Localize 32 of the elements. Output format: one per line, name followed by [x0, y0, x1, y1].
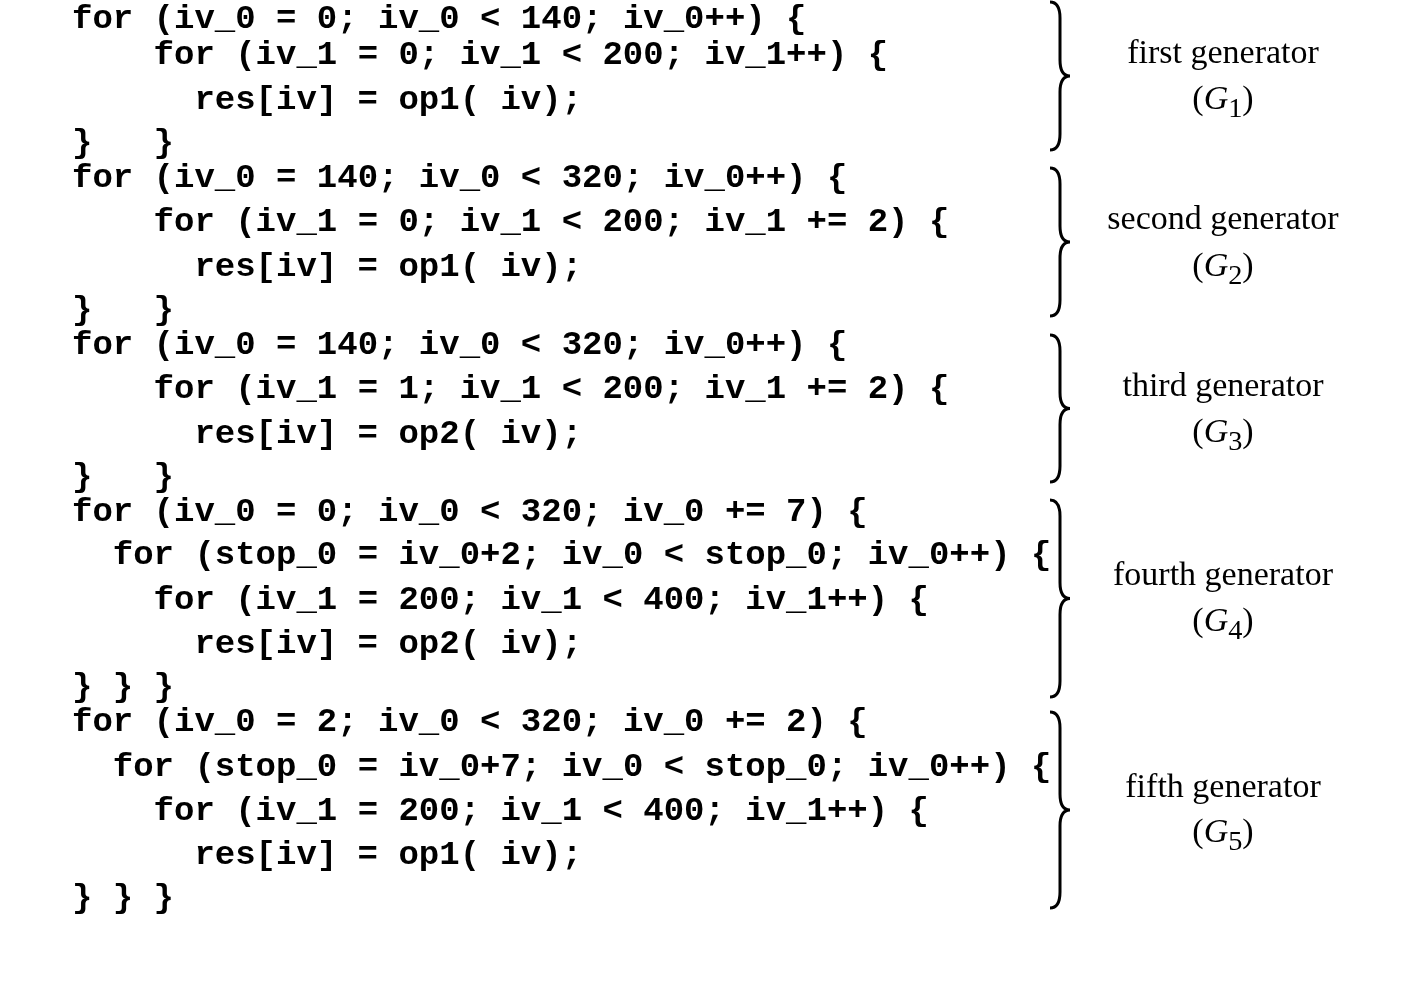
generator-symbol: (G$_{2}$): [1192, 246, 1254, 292]
generator-label: third generator: [1122, 366, 1324, 404]
generator-symbol: (G$_{5}$): [1192, 812, 1254, 858]
code-line: for (stop_0 = iv_0+2; iv_0 < stop_0; iv_0++) {: [112, 537, 1052, 573]
code-line: for (iv_0 = 140; iv_0 < 320; iv_0++) {: [72, 327, 848, 363]
code-line: } }: [72, 125, 175, 161]
code-line: for (iv_0 = 0; iv_0 < 140; iv_0++) {: [72, 1, 807, 37]
code-line: for (iv_1 = 0; iv_1 < 200; iv_1++) {: [153, 37, 889, 73]
generator-label: fifth generator: [1125, 767, 1321, 805]
code-line: for (stop_0 = iv_0+7; iv_0 < stop_0; iv_0++) {: [112, 749, 1052, 785]
generator-label: second generator: [1107, 199, 1339, 237]
generator-symbol: (G$_{1}$): [1192, 79, 1254, 125]
code-line: } }: [72, 459, 175, 495]
code-line: for (iv_1 = 200; iv_1 < 400; iv_1++) {: [153, 582, 929, 618]
code-line: res[iv] = op1( iv);: [194, 249, 583, 285]
generator-label: fourth generator: [1113, 555, 1333, 593]
code-line: res[iv] = op2( iv);: [194, 416, 583, 452]
code-line: } } }: [72, 880, 175, 916]
generator-symbol: (G$_{3}$): [1192, 412, 1254, 458]
code-line: for (iv_0 = 2; iv_0 < 320; iv_0 += 2) {: [72, 704, 868, 740]
generator-label: first generator: [1127, 33, 1319, 71]
generator-symbol: (G$_{4}$): [1192, 601, 1254, 647]
code-line: for (iv_1 = 200; iv_1 < 400; iv_1++) {: [153, 793, 929, 829]
code-line: for (iv_1 = 0; iv_1 < 200; iv_1 += 2) {: [153, 204, 950, 240]
code-line: for (iv_1 = 1; iv_1 < 200; iv_1 += 2) {: [153, 371, 950, 407]
code-line: for (iv_0 = 0; iv_0 < 320; iv_0 += 7) {: [72, 494, 868, 530]
code-line: } } }: [72, 669, 175, 705]
code-line: for (iv_0 = 140; iv_0 < 320; iv_0++) {: [72, 160, 848, 196]
code-line: } }: [72, 292, 175, 328]
code-line: res[iv] = op2( iv);: [194, 626, 583, 662]
code-line: res[iv] = op1( iv);: [194, 837, 583, 873]
code-line: res[iv] = op1( iv);: [194, 82, 583, 118]
